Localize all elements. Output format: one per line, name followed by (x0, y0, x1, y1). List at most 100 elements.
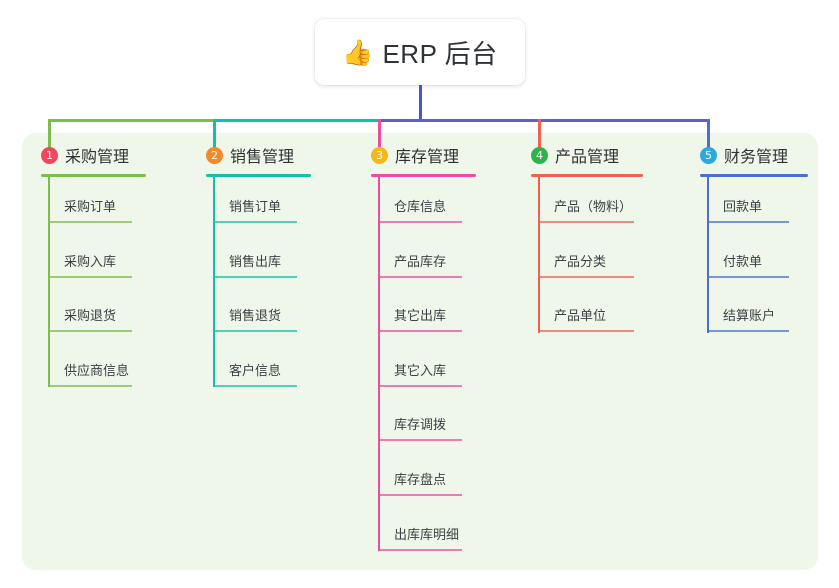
branch-underline-1 (41, 174, 146, 177)
branch-header-3[interactable]: 3 库存管理 (371, 143, 476, 167)
leaf-item-underline (378, 275, 462, 278)
leaf-item-underline (378, 384, 462, 387)
root-stem (419, 85, 422, 122)
leaf-item-label: 产品（物料） (554, 199, 633, 214)
leaf-item[interactable]: 客户信息 (213, 341, 297, 387)
thumbs-up-icon: 👍 (342, 37, 374, 67)
branch-spine-5 (707, 177, 709, 333)
branch-column-4[interactable]: 4 产品管理产品（物料） 产品分类产品单位 (531, 143, 643, 341)
leaf-item-label: 仓库信息 (394, 199, 447, 214)
leaf-item-label: 采购入库 (64, 253, 117, 269)
leaf-item[interactable]: 产品（物料） (538, 177, 634, 223)
leaf-item[interactable]: 库存调拨 (378, 395, 462, 442)
leaf-item[interactable]: 回款单 (707, 177, 789, 223)
leaf-item-label: 其它出库 (394, 308, 447, 324)
root-title: ERP 后台 (382, 38, 498, 69)
branch-spine-3 (378, 177, 380, 552)
leaf-item-label: 供应商信息 (64, 362, 130, 378)
leaf-item-label: 采购订单 (64, 199, 117, 214)
leaf-item-label: 回款单 (723, 199, 763, 214)
leaf-item[interactable]: 采购订单 (48, 177, 132, 223)
branch-header-4[interactable]: 4 产品管理 (531, 143, 643, 167)
leaf-item-label: 采购退货 (64, 308, 117, 324)
branch-column-3[interactable]: 3 库存管理仓库信息产品库存其它出库其它入库库存调拨库存盘点出库库明细 (371, 143, 476, 559)
leaf-item-label: 其它入库 (394, 362, 447, 378)
leaf-item-label: 销售订单 (229, 199, 282, 214)
leaf-item-underline (378, 221, 462, 223)
connector-segment-teal (213, 119, 381, 122)
connector-drop-1 (48, 119, 51, 148)
leaf-item-underline (538, 221, 634, 223)
branch-column-2[interactable]: 2 销售管理销售订单销售出库销售退货客户信息 (206, 143, 311, 395)
leaf-item[interactable]: 采购退货 (48, 286, 132, 333)
branch-title-1: 采购管理 (65, 149, 130, 166)
number-badge-icon-3: 3 (371, 146, 388, 164)
branch-underline-3 (371, 174, 476, 177)
leaf-item-underline (213, 221, 297, 223)
leaf-item[interactable]: 仓库信息 (378, 177, 462, 223)
leaf-item-underline (378, 494, 462, 496)
leaf-item[interactable]: 出库库明细 (378, 505, 462, 551)
connector-segment-indigo (378, 119, 710, 122)
leaf-item[interactable]: 产品单位 (538, 286, 634, 333)
leaf-item-underline (707, 275, 789, 278)
leaf-item[interactable]: 库存盘点 (378, 450, 462, 496)
leaf-item-underline (48, 330, 132, 333)
leaf-item-underline (707, 221, 789, 223)
diagram-panel (22, 133, 818, 570)
connector-drop-4 (538, 119, 541, 148)
leaf-item[interactable]: 供应商信息 (48, 341, 132, 387)
leaf-item-label: 库存调拨 (394, 417, 447, 433)
branch-title-2: 销售管理 (230, 149, 295, 166)
leaf-item-label: 销售出库 (229, 253, 282, 269)
branch-header-2[interactable]: 2 销售管理 (206, 143, 311, 167)
connector-segment-green (48, 119, 216, 122)
root-node[interactable]: 👍 ERP 后台 (315, 19, 525, 85)
leaf-item-underline (213, 275, 297, 278)
branch-spine-4 (538, 177, 540, 333)
branch-header-1[interactable]: 1 采购管理 (41, 143, 146, 167)
leaf-item[interactable]: 销售退货 (213, 286, 297, 333)
branch-title-5: 财务管理 (724, 149, 789, 166)
branch-spine-1 (48, 177, 50, 388)
leaf-item-label: 产品单位 (554, 308, 607, 324)
leaf-item-underline (48, 221, 132, 223)
leaf-item[interactable]: 其它入库 (378, 341, 462, 387)
leaf-item-underline (378, 439, 462, 442)
leaf-item-label: 出库库明细 (394, 526, 460, 542)
branch-title-4: 产品管理 (555, 149, 620, 166)
branch-column-5[interactable]: 5 财务管理回款单付款单结算账户 (700, 143, 808, 341)
leaf-item-underline (538, 275, 634, 278)
leaf-item-label: 客户信息 (229, 362, 282, 378)
connector-drop-2 (213, 119, 216, 148)
branch-spine-2 (213, 177, 215, 388)
branch-header-5[interactable]: 5 财务管理 (700, 143, 808, 167)
leaf-item-underline (48, 275, 132, 278)
leaf-item-label: 产品分类 (554, 253, 607, 269)
branch-items-3: 仓库信息产品库存其它出库其它入库库存调拨库存盘点出库库明细 (371, 177, 476, 559)
number-badge-icon-4: 4 (531, 146, 548, 164)
leaf-item-label: 产品库存 (394, 253, 447, 269)
leaf-item[interactable]: 采购入库 (48, 232, 132, 278)
branch-items-1: 采购订单采购入库采购退货供应商信息 (41, 177, 146, 395)
leaf-item-underline (378, 548, 462, 551)
branch-items-4: 产品（物料） 产品分类产品单位 (531, 177, 643, 341)
number-badge-icon-2: 2 (206, 146, 223, 164)
connector-drop-5 (707, 119, 710, 148)
leaf-item-underline (48, 384, 132, 387)
leaf-item-underline (213, 330, 297, 333)
leaf-item[interactable]: 付款单 (707, 232, 789, 278)
leaf-item[interactable]: 其它出库 (378, 286, 462, 333)
branch-items-2: 销售订单销售出库销售退货客户信息 (206, 177, 311, 395)
branch-title-3: 库存管理 (395, 149, 460, 166)
leaf-item[interactable]: 销售订单 (213, 177, 297, 223)
number-badge-icon-5: 5 (700, 146, 717, 164)
branch-underline-4 (531, 174, 643, 177)
number-badge-icon-1: 1 (41, 146, 58, 164)
branch-column-1[interactable]: 1 采购管理采购订单采购入库采购退货供应商信息 (41, 143, 146, 395)
leaf-item[interactable]: 产品库存 (378, 232, 462, 278)
leaf-item[interactable]: 产品分类 (538, 232, 634, 278)
leaf-item[interactable]: 结算账户 (707, 286, 789, 333)
leaf-item[interactable]: 销售出库 (213, 232, 297, 278)
